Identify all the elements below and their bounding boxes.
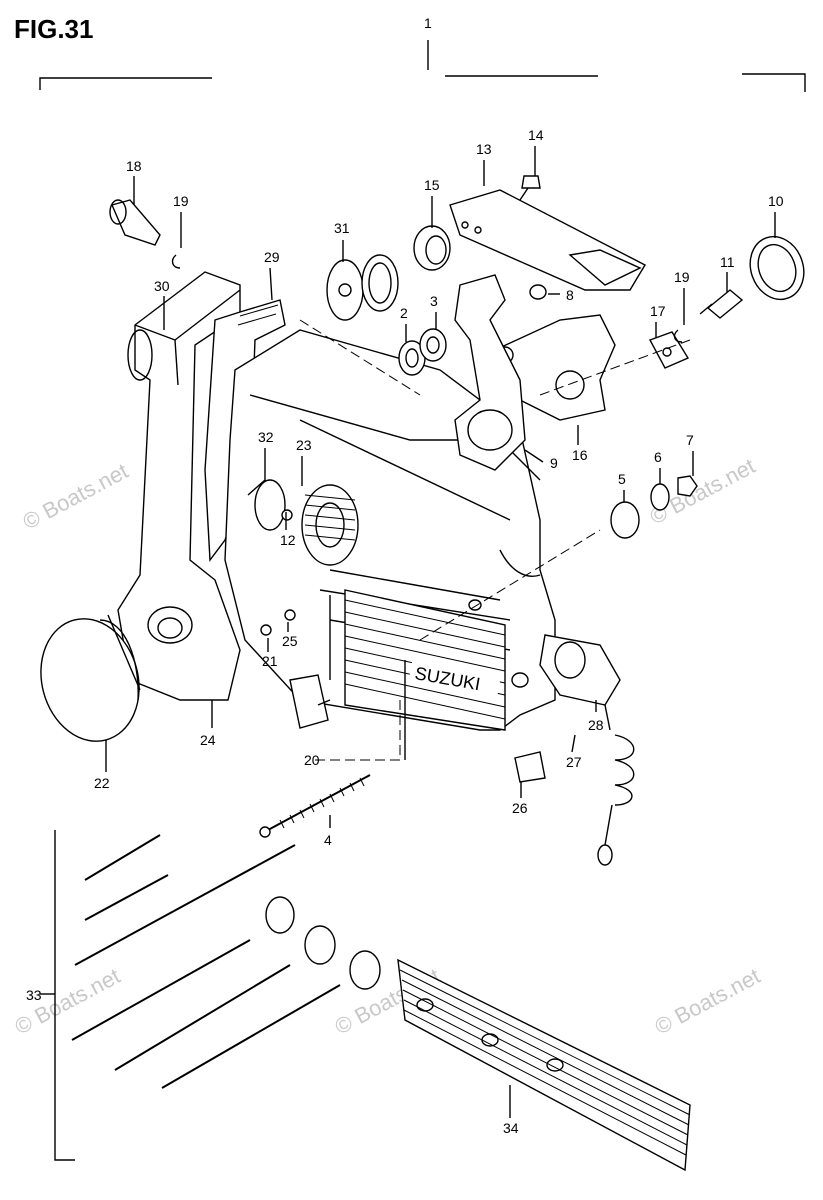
part-label-29: 29 [264,249,280,265]
assembly-bracket [39,40,806,92]
bolt-kit-33 [54,830,381,1161]
clip-19-left [171,254,181,269]
part-label-23: 23 [296,437,312,453]
part-label-21: 21 [262,653,278,669]
washer-25 [284,609,296,621]
part-label-5: 5 [618,471,626,487]
part-label-1: 1 [424,15,432,31]
link-17 [649,331,690,369]
bolt-11 [699,289,744,319]
part-label-14: 14 [528,127,544,143]
watermark-left: © Boats.net [19,458,133,534]
part-label-10: 10 [768,193,784,209]
part-label-12: 12 [280,532,296,548]
part-label-11: 11 [720,254,735,270]
part-label-6: 6 [654,449,662,465]
arm-9 [454,274,526,471]
gear-31 [326,254,399,321]
part-label-18: 18 [126,158,142,174]
washer-15 [413,225,451,271]
part-label-34: 34 [503,1120,519,1136]
part-label-28: 28 [588,717,604,733]
decal-strip-34 [397,958,691,1172]
spacer-5 [610,501,640,539]
part-label-13: 13 [476,141,492,157]
plate-20 [289,674,331,729]
part-label-16: 16 [572,447,588,463]
bolt-4 [259,774,371,838]
detent-assembly [254,479,359,566]
lever-knob [40,614,141,742]
label-leaders [40,146,776,1118]
clip-19-right [673,329,683,343]
part-label-19-left: 19 [173,193,189,209]
part-label-20: 20 [304,752,320,768]
ring-10 [749,235,805,301]
figure-title: FIG.31 [14,14,94,44]
part-label-30: 30 [154,278,170,294]
screw-14 [519,175,541,201]
part-label-9: 9 [550,455,558,471]
part-label-17: 17 [650,303,666,319]
part-label-25: 25 [282,633,298,649]
screw-21 [260,624,272,636]
key-switch-28 [539,634,635,866]
part-label-8: 8 [566,287,574,303]
part-labels: 1 2 3 4 5 6 7 8 9 10 11 12 13 14 15 16 1… [26,15,784,1136]
watermark-bottom-right: © Boats.net [651,963,765,1039]
part-label-15: 15 [424,177,440,193]
clip-26 [514,751,546,783]
bushing-3 [419,328,447,362]
lock-plate [449,189,646,291]
part-label-26: 26 [512,800,528,816]
control-lever-arm [117,271,241,701]
part-label-3: 3 [430,293,438,309]
part-label-27: 27 [566,754,582,770]
part-label-7: 7 [686,432,694,448]
washer-6 [650,483,670,511]
part-label-31: 31 [334,220,350,236]
nut-7 [677,475,698,497]
part-label-19-right: 19 [674,269,690,285]
part-label-22: 22 [94,775,110,791]
part-label-2: 2 [400,305,408,321]
part-label-24: 24 [200,732,216,748]
stud-18 [109,199,161,246]
leader-lines [299,319,691,761]
part-label-4: 4 [324,832,332,848]
part-label-33: 33 [26,987,42,1003]
part-label-32: 32 [258,429,274,445]
clip-8 [529,284,547,300]
